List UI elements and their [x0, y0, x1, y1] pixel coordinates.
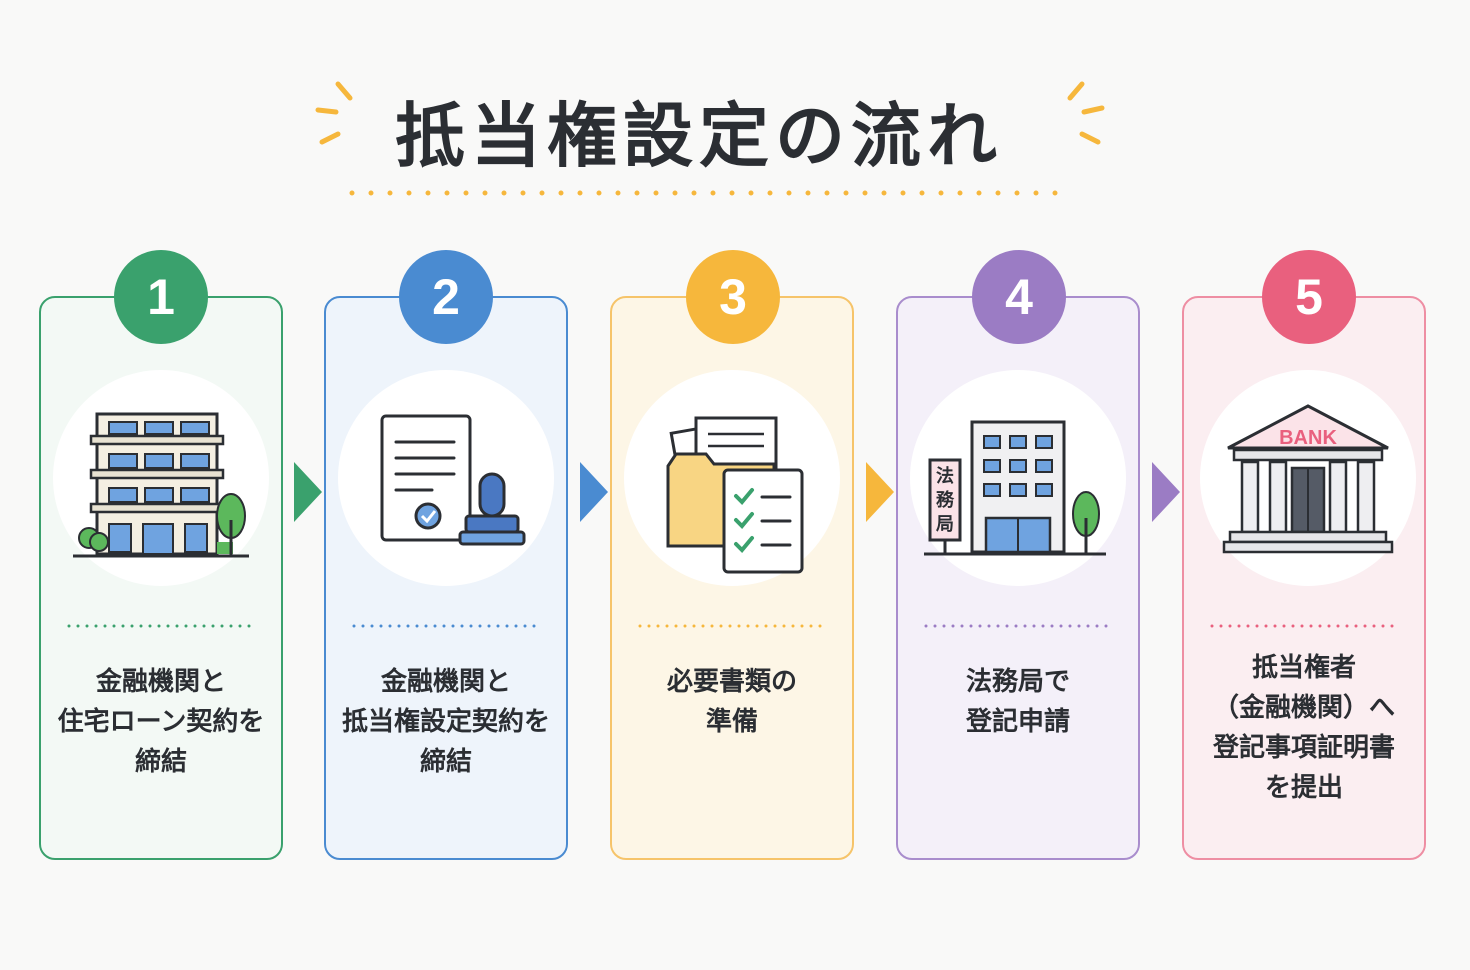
title-dotted-underline — [349, 190, 1077, 196]
step-5-line-2: （金融機関）へ — [1212, 693, 1395, 723]
document-folder-checklist-icon — [666, 416, 804, 574]
title-area: 抵当権設定の流れ — [0, 70, 1470, 180]
step-text-1: 金融機関と 住宅ローン契約を 締結 — [39, 662, 283, 782]
apartment-building-icon — [73, 412, 249, 558]
bank-building-icon: BANK — [1222, 404, 1394, 554]
contract-stamp-icon — [380, 414, 526, 546]
step-icon-circle-2 — [338, 370, 554, 586]
step-divider-1 — [67, 624, 255, 628]
legal-affairs-bureau-icon: 法 務 局 — [924, 420, 1106, 556]
step-5-line-3: 登記事項証明書 — [1212, 733, 1395, 763]
step-2-line-3: 締結 — [419, 747, 472, 777]
page-title: 抵当権設定の流れ — [395, 95, 1003, 177]
step-1-line-1: 金融機関と — [95, 667, 226, 697]
step-1-line-2: 住宅ローン契約を — [57, 707, 265, 737]
arrow-right-icon-3 — [866, 462, 894, 522]
right-sparkle-icon — [1067, 81, 1105, 145]
arrow-right-icon-4 — [1152, 462, 1180, 522]
step-text-3: 必要書類の 準備 — [610, 662, 854, 742]
sign-char-3: 局 — [936, 514, 954, 535]
step-4-line-1: 法務局で — [965, 667, 1070, 697]
step-4-line-2: 登記申請 — [965, 707, 1070, 737]
step-5-line-4: を提出 — [1264, 773, 1343, 803]
step-2-line-1: 金融機関と — [380, 667, 511, 697]
step-text-5: 抵当権者 （金融機関）へ 登記事項証明書 を提出 — [1182, 648, 1426, 808]
arrow-right-icon-1 — [294, 462, 322, 522]
step-divider-3 — [638, 624, 826, 628]
step-icon-circle-1 — [53, 370, 269, 586]
step-divider-2 — [352, 624, 540, 628]
step-1-line-3: 締結 — [134, 747, 187, 777]
step-divider-4 — [924, 624, 1112, 628]
bank-sign-text: BANK — [1279, 427, 1337, 449]
arrow-right-icon-2 — [580, 462, 608, 522]
step-number-badge-2: 2 — [399, 250, 493, 344]
step-2-line-2: 抵当権設定契約を — [341, 707, 550, 737]
sign-char-2: 務 — [936, 489, 955, 511]
step-number-badge-1: 1 — [114, 250, 208, 344]
step-3-line-2: 準備 — [705, 707, 758, 737]
step-number-badge-3: 3 — [686, 250, 780, 344]
step-icon-circle-3 — [624, 370, 840, 586]
left-sparkle-icon — [315, 81, 353, 145]
step-icon-circle-4: 法 務 局 — [910, 370, 1126, 586]
step-3-line-1: 必要書類の — [666, 667, 797, 697]
step-number-badge-4: 4 — [972, 250, 1066, 344]
sign-char-1: 法 — [936, 465, 954, 487]
step-text-4: 法務局で 登記申請 — [896, 662, 1140, 742]
step-number-badge-5: 5 — [1262, 250, 1356, 344]
step-divider-5 — [1210, 624, 1398, 628]
step-icon-circle-5: BANK — [1200, 370, 1416, 586]
step-5-line-1: 抵当権者 — [1251, 653, 1356, 683]
step-text-2: 金融機関と 抵当権設定契約を 締結 — [324, 662, 568, 782]
